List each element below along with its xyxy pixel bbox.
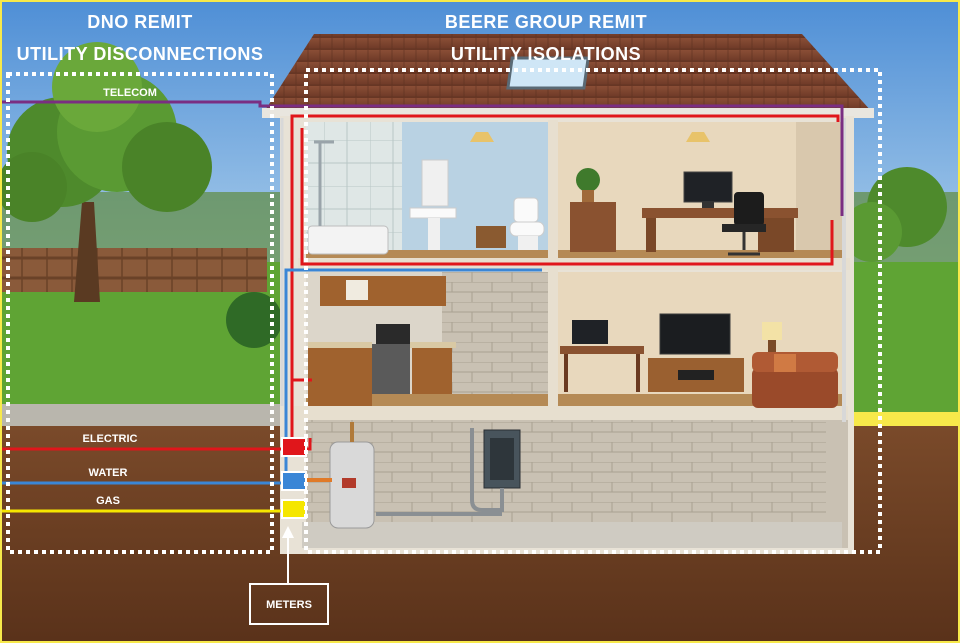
- dresser: [570, 202, 616, 252]
- office-chair: [722, 192, 766, 256]
- house: [262, 34, 874, 554]
- small-tv: [572, 320, 608, 344]
- water-meter: [281, 471, 307, 491]
- toilet: [509, 197, 545, 250]
- gas-meter: [281, 499, 307, 519]
- dno-remit-subtitle: UTILITY DISCONNECTIONS: [17, 44, 264, 64]
- meters-label-box: [249, 583, 329, 625]
- water-line: [2, 268, 542, 485]
- desk: [642, 208, 798, 218]
- stove: [372, 344, 410, 394]
- sidewalk: [2, 404, 292, 428]
- ceiling-lamp-bath: [470, 132, 494, 142]
- gas-label: GAS: [96, 495, 120, 507]
- sofa: [752, 352, 838, 408]
- floor-lamp: [762, 322, 782, 340]
- telecom-line: [2, 100, 844, 216]
- kitchen-counter: [308, 346, 372, 406]
- ceiling-lamp-office: [686, 132, 710, 142]
- beere-remit-subtitle: UTILITY ISOLATIONS: [451, 44, 641, 64]
- tv: [659, 313, 731, 355]
- bush: [226, 292, 282, 348]
- fuse-box: [483, 429, 521, 489]
- bath-stool: [476, 226, 506, 248]
- bathtub: [307, 140, 389, 255]
- telecom-label: TELECOM: [103, 87, 157, 99]
- office-monitor: [683, 171, 733, 203]
- dno-remit-title: DNO REMIT: [87, 12, 193, 32]
- basement-pipes: [470, 428, 504, 512]
- dno-remit-boundary: [6, 72, 274, 554]
- water-heater: [329, 422, 375, 529]
- right-trees: [842, 167, 947, 262]
- side-table: [560, 346, 644, 354]
- upper-cabinets: [320, 276, 446, 306]
- wooden-fence: [2, 248, 267, 292]
- skylight: [506, 56, 590, 90]
- beere-remit-title: BEERE GROUP REMIT: [445, 12, 647, 32]
- tree: [2, 42, 212, 302]
- water-label: WATER: [89, 467, 128, 479]
- sink: [409, 159, 457, 250]
- electric-meter: [281, 437, 307, 457]
- meters-label: METERS: [266, 599, 312, 611]
- electric-label: ELECTRIC: [83, 433, 138, 445]
